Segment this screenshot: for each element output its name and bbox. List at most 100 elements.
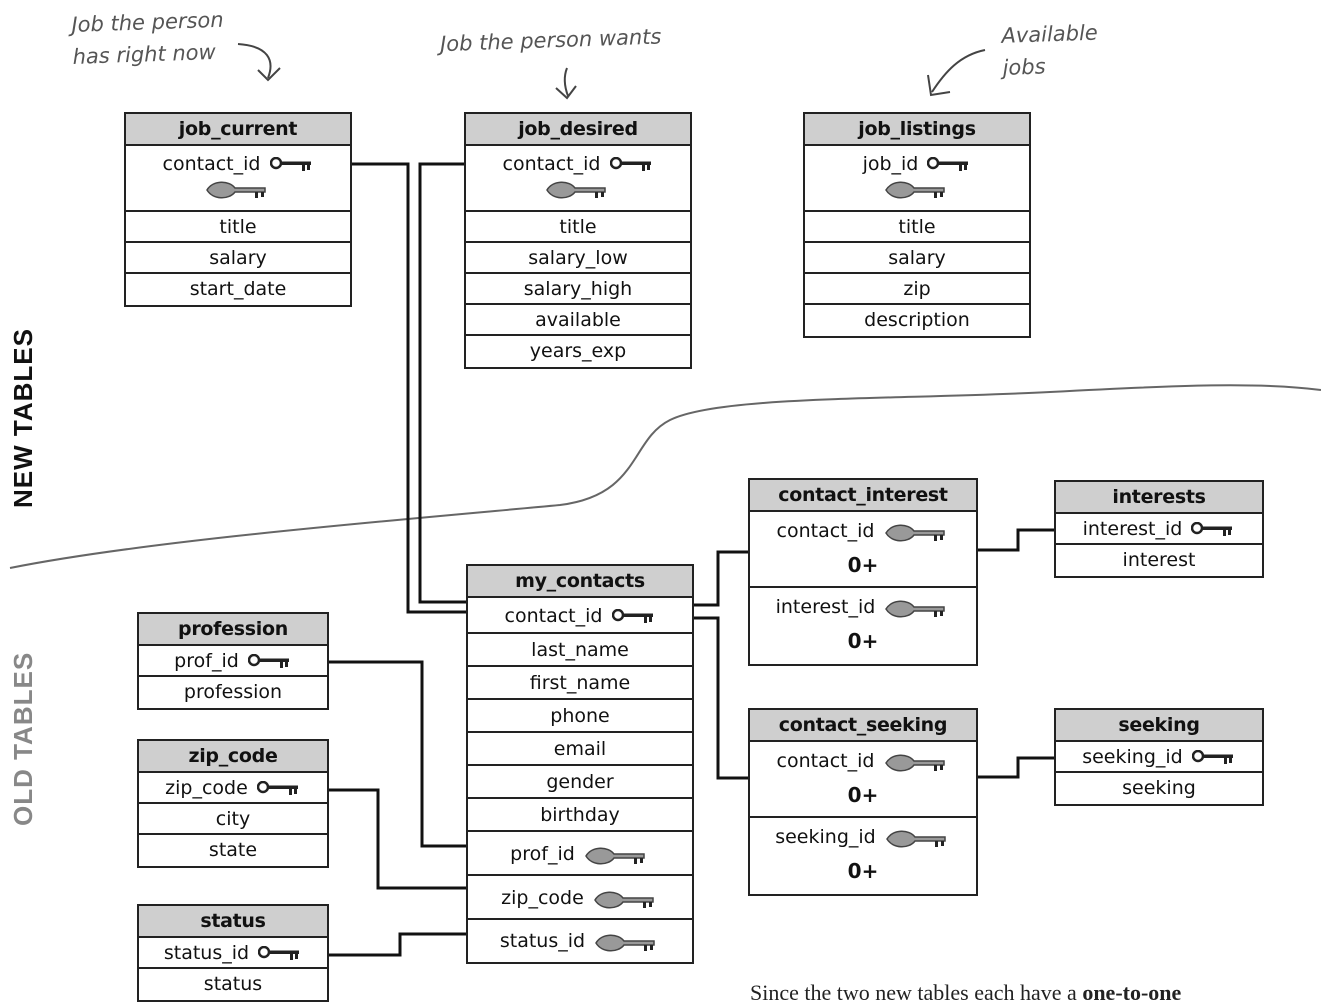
fk-label: seeking_id xyxy=(775,826,876,848)
note-arrow-listings xyxy=(931,49,986,93)
pk-label: interest_id xyxy=(1082,518,1183,540)
fk-row: interest_id 0+ xyxy=(750,588,976,664)
pk-row: job_id xyxy=(805,146,1029,212)
key-icon xyxy=(247,653,291,669)
zero-plus-marker: 0+ xyxy=(847,783,879,807)
column-row: salary_low xyxy=(466,243,690,274)
key-icon xyxy=(609,156,652,172)
pk-row: status_id xyxy=(139,938,327,969)
table-title: job_desired xyxy=(466,114,690,146)
column-row: seeking xyxy=(1122,777,1196,799)
table-seeking[interactable]: seeking seeking_id seeking xyxy=(1054,708,1264,806)
link-zip-to-contacts xyxy=(310,788,488,893)
column-row: interest xyxy=(1122,549,1196,571)
pk-row: contact_id xyxy=(468,598,692,634)
fk-row: status_id xyxy=(468,920,692,962)
zero-plus-marker: 0+ xyxy=(847,859,879,883)
key-icon xyxy=(927,156,970,172)
table-title: status xyxy=(139,906,327,938)
table-title: contact_seeking xyxy=(750,710,976,742)
table-title: zip_code xyxy=(139,741,327,773)
column-row: state xyxy=(208,839,258,861)
footer-text: Since the two new tables each have a xyxy=(750,980,1083,1005)
note-arrow-listings-head xyxy=(927,74,951,97)
pk-row: zip_code xyxy=(139,773,327,804)
note-job-listings: Available jobs xyxy=(1001,20,1099,80)
key-icon xyxy=(611,608,654,624)
column-row: title xyxy=(466,212,690,243)
column-row: available xyxy=(466,305,690,336)
table-title: job_current xyxy=(126,114,350,146)
fk-row: prof_id xyxy=(468,832,692,876)
link-desired-to-contacts xyxy=(418,162,466,604)
table-job-current[interactable]: job_current contact_id title salary star… xyxy=(124,112,352,307)
table-title: interests xyxy=(1056,482,1262,514)
fk-label: prof_id xyxy=(510,843,575,865)
foreign-key-icon xyxy=(595,934,655,951)
fk-label: interest_id xyxy=(775,596,876,618)
table-title: seeking xyxy=(1056,710,1262,742)
fk-row: seeking_id 0+ xyxy=(750,818,976,894)
pk-label: zip_code xyxy=(165,777,248,799)
note-arrow-current xyxy=(237,43,272,79)
column-row: last_name xyxy=(468,634,692,667)
table-job-desired[interactable]: job_desired contact_id title salary_low … xyxy=(464,112,692,369)
pk-row: interest_id xyxy=(1056,514,1262,545)
foreign-key-icon xyxy=(206,181,266,199)
column-row: profession xyxy=(183,681,283,703)
table-zip-code[interactable]: zip_code zip_code city state xyxy=(137,739,329,868)
table-contact-seeking[interactable]: contact_seeking contact_id 0+ seeking_id… xyxy=(748,708,978,896)
zero-plus-marker: 0+ xyxy=(847,629,879,653)
pk-label: contact_id xyxy=(502,153,601,175)
pk-row: seeking_id xyxy=(1056,742,1262,773)
table-profession[interactable]: profession prof_id profession xyxy=(137,612,329,710)
foreign-key-icon xyxy=(884,754,945,771)
link-current-to-contacts xyxy=(338,162,466,614)
table-my-contacts[interactable]: my_contacts contact_id last_name first_n… xyxy=(466,564,694,964)
column-row: gender xyxy=(468,766,692,799)
key-icon xyxy=(258,945,301,961)
table-status[interactable]: status status_id status xyxy=(137,904,329,1002)
table-title: job_listings xyxy=(805,114,1029,146)
table-contact-interest[interactable]: contact_interest contact_id 0+ interest_… xyxy=(748,478,978,666)
note-job-current: Job the person has right now xyxy=(71,7,224,69)
column-row: phone xyxy=(468,700,692,733)
footer-caption: Since the two new tables each have a one… xyxy=(750,980,1310,1006)
column-row: salary xyxy=(126,243,350,274)
link-status-to-contacts xyxy=(310,929,488,957)
link-seeking-to-cs xyxy=(962,756,1056,782)
pk-row: prof_id xyxy=(139,646,327,677)
fk-label: contact_id xyxy=(776,520,875,542)
column-row: salary xyxy=(805,243,1029,274)
column-row: years_exp xyxy=(529,340,627,362)
note-arrow-desired-head xyxy=(555,85,577,100)
foreign-key-icon xyxy=(593,891,654,908)
pk-row: contact_id xyxy=(126,146,350,212)
pk-label: contact_id xyxy=(162,153,261,175)
zero-plus-marker: 0+ xyxy=(847,553,879,577)
table-job-listings[interactable]: job_listings job_id title salary zip des… xyxy=(803,112,1031,338)
note-arrow-desired xyxy=(563,67,569,97)
fk-label: zip_code xyxy=(501,887,584,909)
key-icon xyxy=(269,156,312,172)
column-row: city xyxy=(139,804,327,835)
table-title: contact_interest xyxy=(750,480,976,512)
pk-label: prof_id xyxy=(174,650,239,672)
pk-row: contact_id xyxy=(466,146,690,212)
pk-label: job_id xyxy=(862,153,919,175)
key-icon xyxy=(256,780,300,796)
column-row: title xyxy=(805,212,1029,243)
pk-label: contact_id xyxy=(504,605,603,627)
new-tables-label: NEW TABLES xyxy=(8,328,38,508)
fk-row: contact_id 0+ xyxy=(750,512,976,588)
table-interests[interactable]: interests interest_id interest xyxy=(1054,480,1264,578)
table-title: my_contacts xyxy=(468,566,692,598)
link-profession-to-contacts xyxy=(310,660,488,851)
fk-label: contact_id xyxy=(776,750,875,772)
column-row: title xyxy=(126,212,350,243)
foreign-key-icon xyxy=(885,830,946,847)
table-title: profession xyxy=(139,614,327,646)
foreign-key-icon xyxy=(584,847,645,864)
note-arrow-current-head xyxy=(257,67,281,82)
